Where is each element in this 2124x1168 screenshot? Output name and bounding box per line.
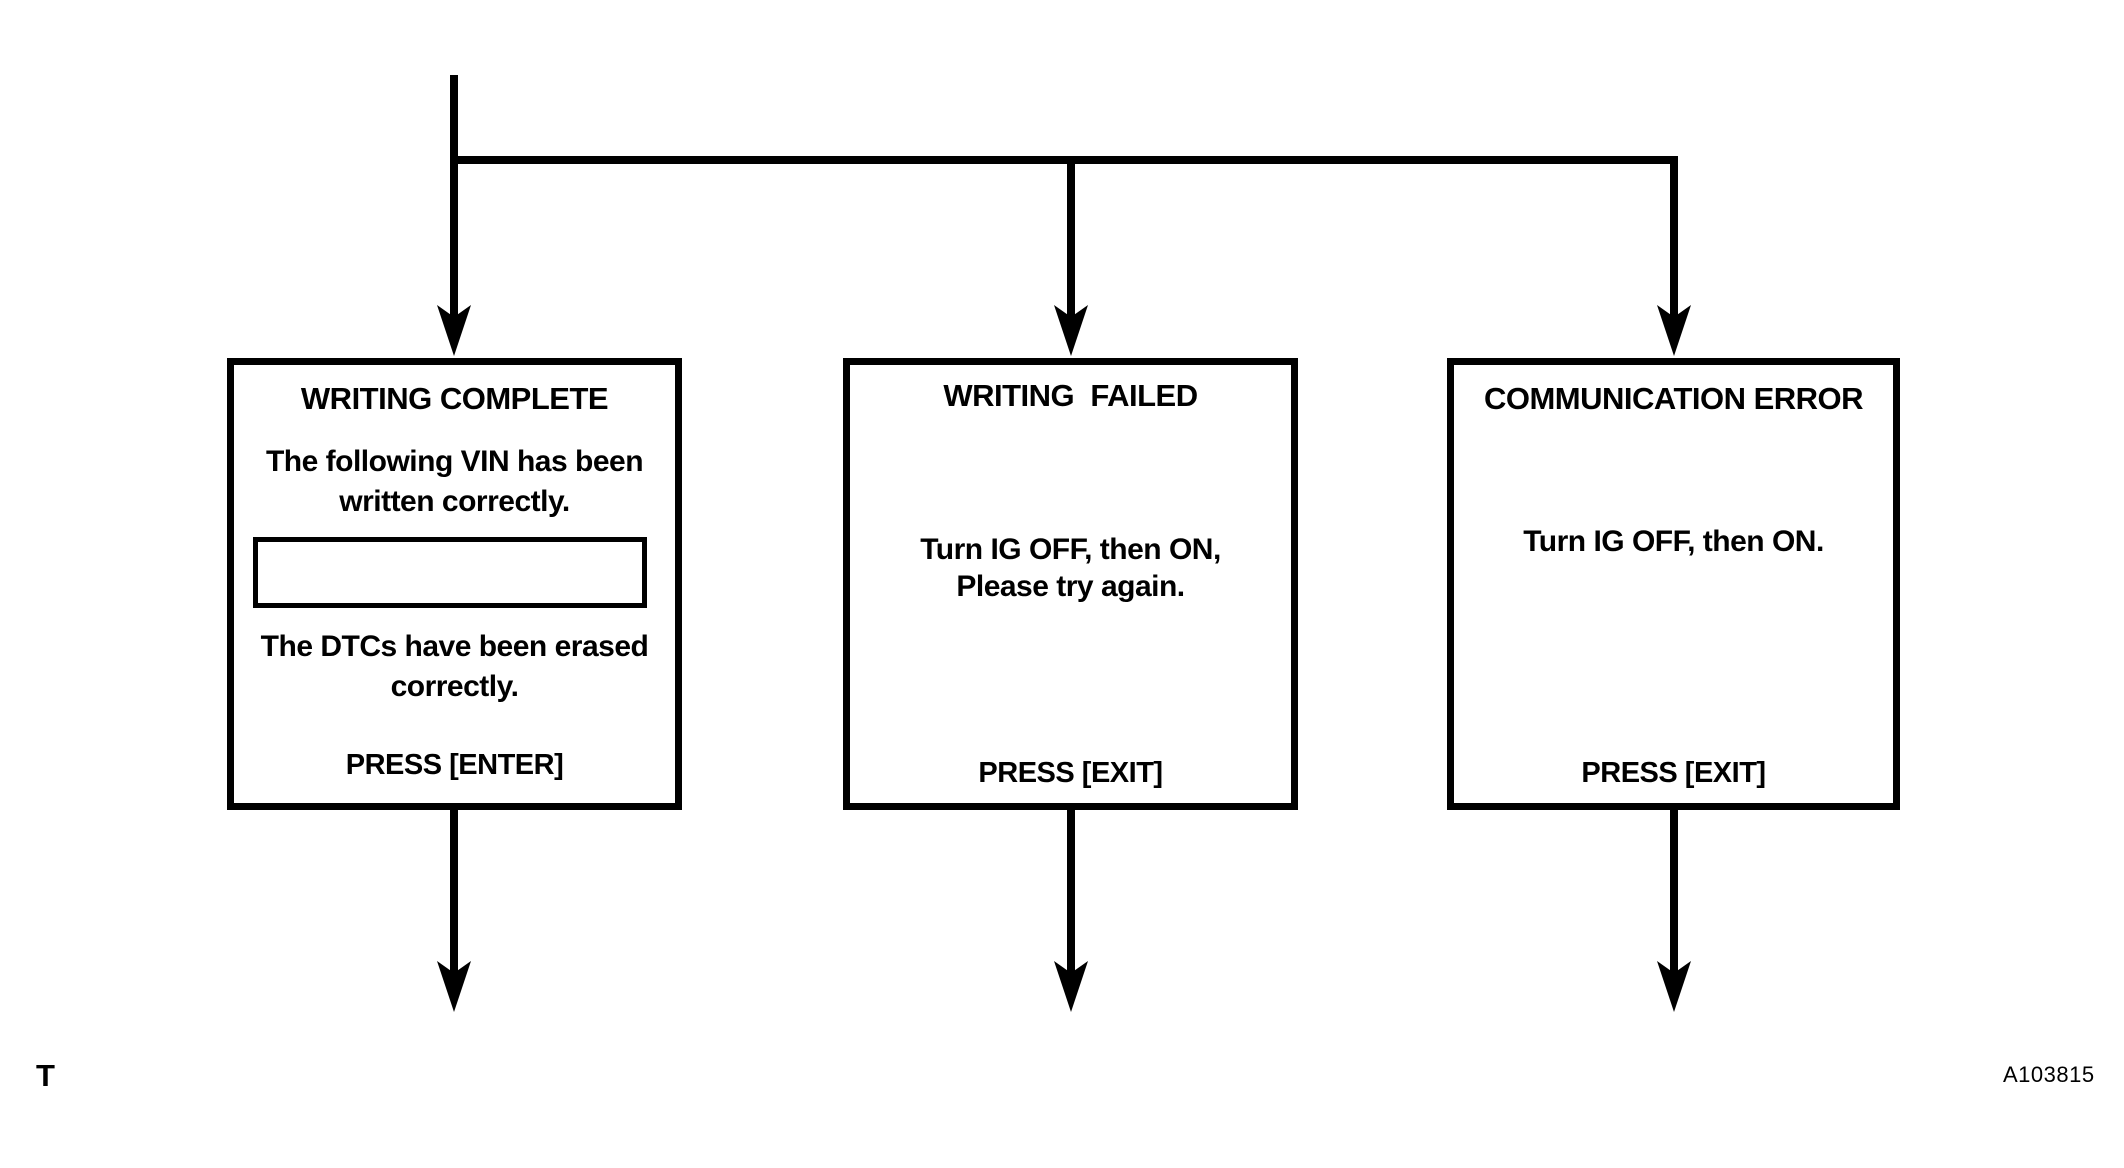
arrows-into-boxes: [437, 305, 1691, 356]
screen-writing-complete: WRITING COMPLETE The following VIN has b…: [227, 358, 682, 810]
dtc-erased-message: The DTCs have been erased correctly.: [260, 630, 649, 703]
press-enter-label: PRESS [ENTER]: [345, 749, 564, 781]
screen-title: WRITING FAILED: [943, 378, 1198, 413]
arrowhead-into-writing-failed: [1054, 305, 1088, 356]
vin-value-field: [253, 537, 647, 608]
branch-tree: [450, 75, 1678, 322]
page-marker: T: [36, 1058, 55, 1093]
retry-message: Turn IG OFF, then ON, Please try again.: [920, 533, 1221, 603]
exit-arrowhead-writing-failed: [1054, 961, 1088, 1012]
exit-arrowhead-writing-complete: [437, 961, 471, 1012]
arrows-out-of-boxes: [437, 808, 1691, 1012]
figure-code: A103815: [2003, 1062, 2095, 1087]
press-exit-label: PRESS [EXIT]: [1581, 757, 1766, 789]
arrowhead-into-writing-complete: [437, 305, 471, 356]
arrowhead-into-communication-error: [1657, 305, 1691, 356]
exit-arrowhead-communication-error: [1657, 961, 1691, 1012]
vin-written-message: The following VIN has been written corre…: [265, 445, 644, 518]
screen-writing-failed: WRITING FAILED Turn IG OFF, then ON, Ple…: [843, 358, 1298, 810]
ig-cycle-message: Turn IG OFF, then ON.: [1523, 525, 1824, 558]
press-exit-label: PRESS [EXIT]: [978, 757, 1163, 789]
screen-title: WRITING COMPLETE: [300, 381, 609, 416]
screen-title: COMMUNICATION ERROR: [1483, 381, 1864, 416]
screen-communication-error: COMMUNICATION ERROR Turn IG OFF, then ON…: [1447, 358, 1900, 810]
